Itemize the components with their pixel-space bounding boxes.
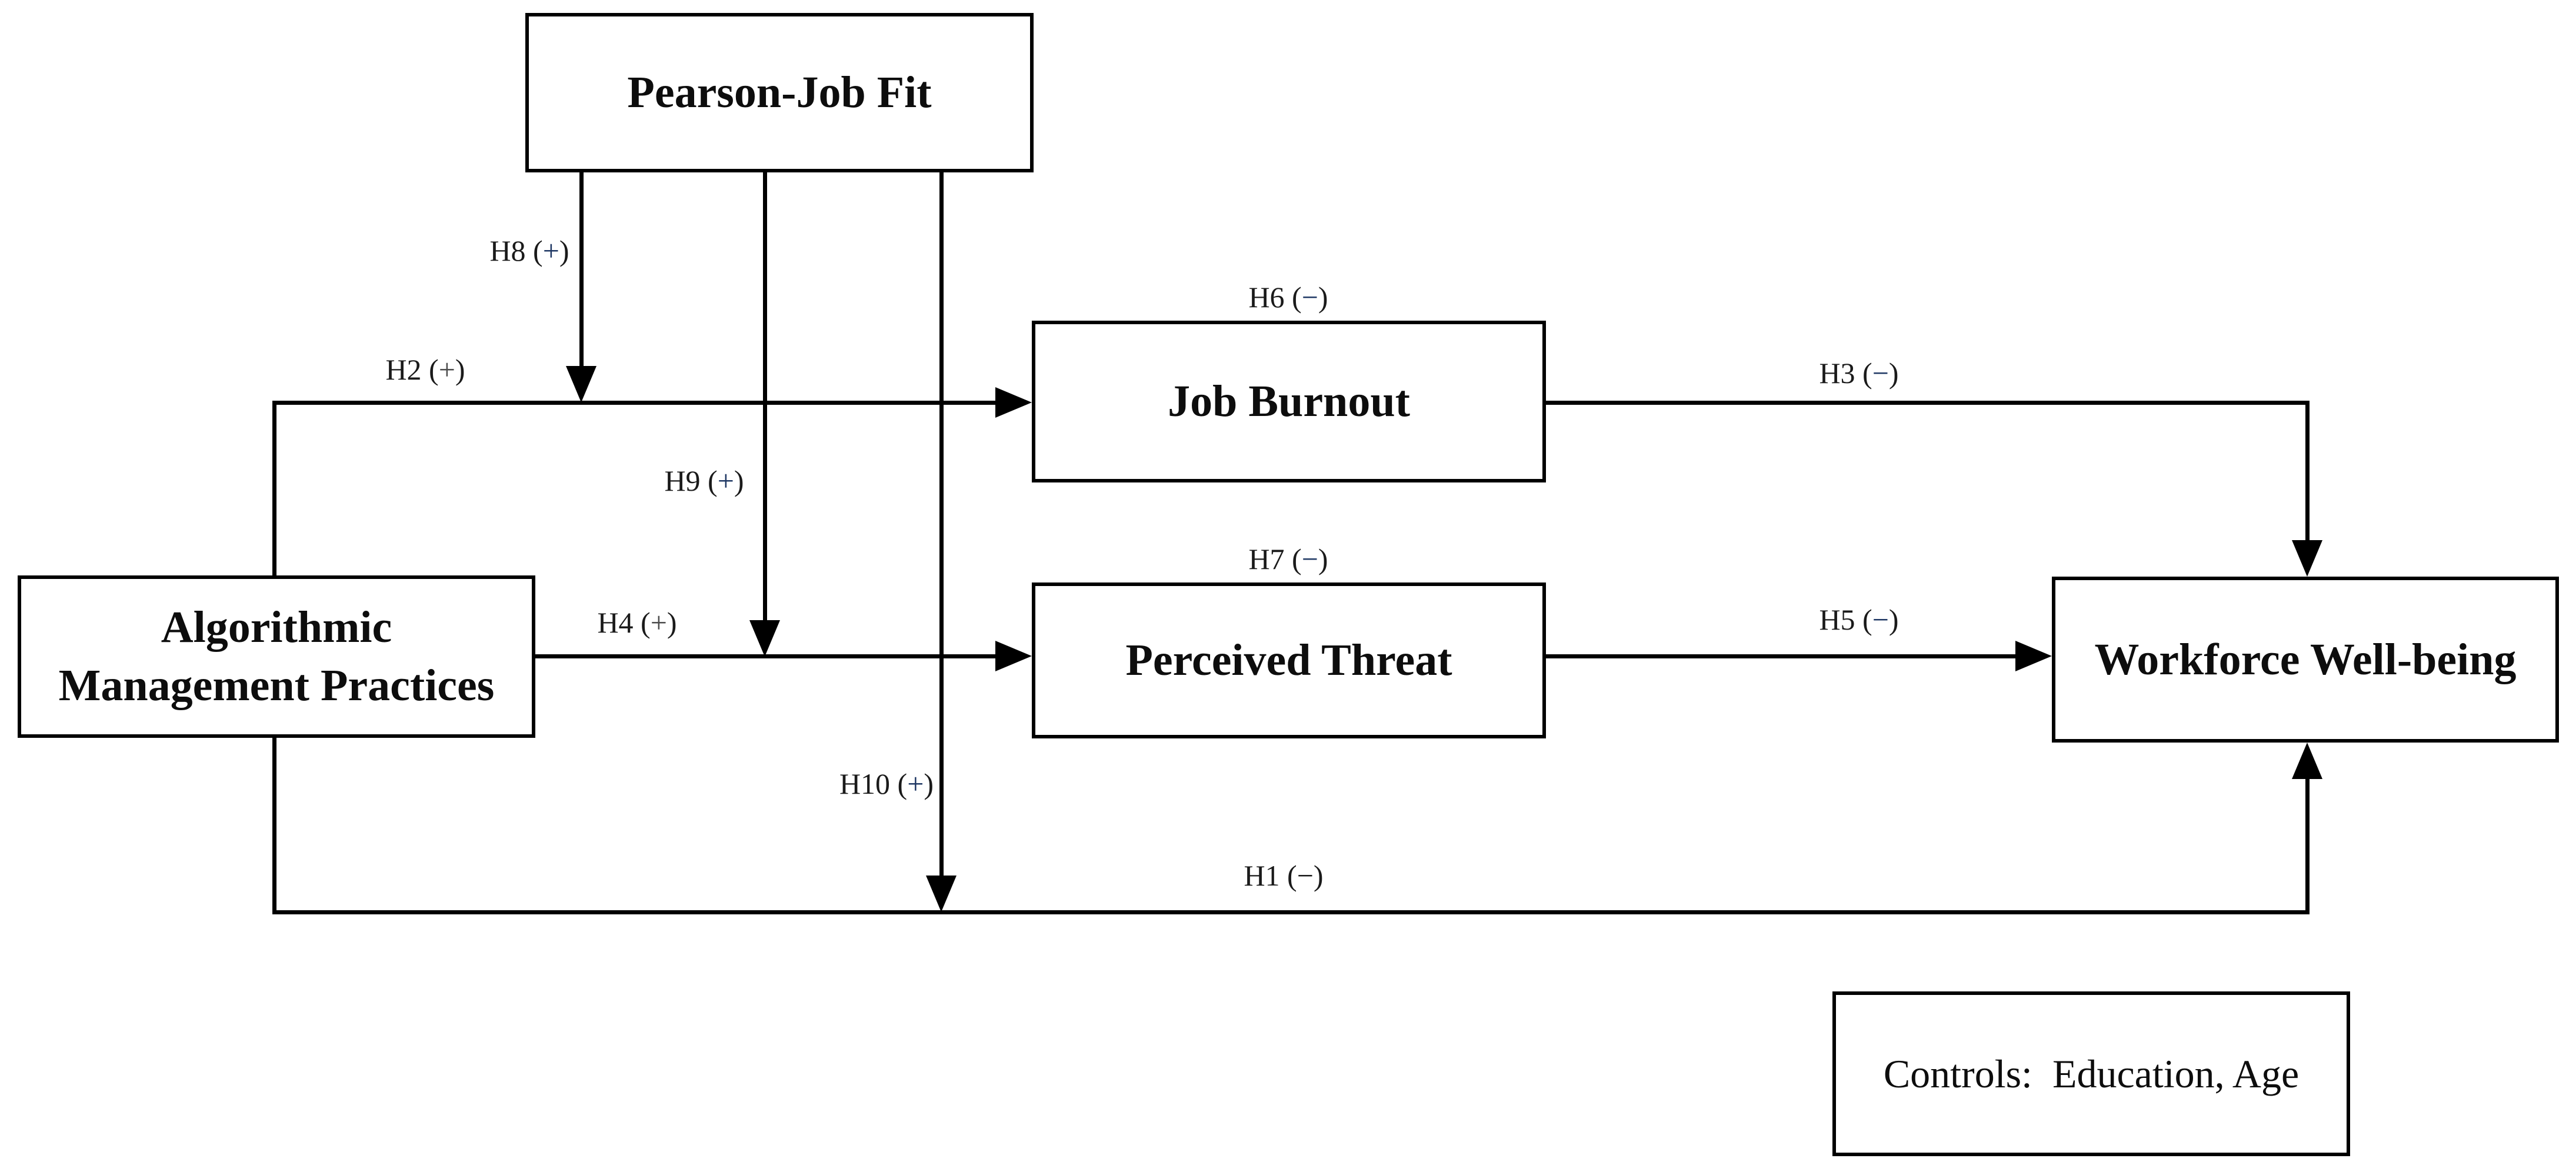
- h3-arrowhead-icon: [2292, 540, 2322, 577]
- h5-arrowhead-icon: [2015, 641, 2052, 671]
- node-label: Pearson-Job Fit: [627, 68, 932, 118]
- h5-connector-horizontal: [1546, 654, 2015, 658]
- node-workforce-wellbeing: Workforce Well-being: [2052, 577, 2559, 743]
- hypothesis-label-h5: H5 (−): [1819, 603, 1899, 636]
- node-job-burnout: Job Burnout: [1032, 321, 1546, 482]
- hypothesis-label-h1: H1 (−): [1244, 859, 1324, 892]
- h9-arrowhead-icon: [749, 620, 780, 657]
- node-label: Workforce Well-being: [2094, 634, 2517, 684]
- hypothesis-label-h6: H6 (−): [1248, 281, 1328, 314]
- node-label-line2: Management Practices: [58, 661, 495, 710]
- hypothesis-label-h2: H2 (+): [385, 353, 465, 386]
- h2-connector-horizontal: [272, 401, 997, 405]
- controls-box: Controls: Education, Age: [1832, 991, 2350, 1156]
- h10-arrowhead-icon: [926, 876, 957, 912]
- hypothesis-label-h3: H3 (−): [1819, 357, 1899, 390]
- h1-connector-vertical-right: [2305, 779, 2310, 914]
- h8-arrowhead-icon: [566, 366, 596, 402]
- h2-arrowhead-icon: [995, 387, 1032, 418]
- hypothesis-label-h7: H7 (−): [1248, 542, 1328, 575]
- h2-connector-vertical: [272, 401, 276, 575]
- h9-connector-vertical: [763, 172, 767, 620]
- h4-arrowhead-icon: [995, 641, 1032, 671]
- hypothesis-label-h4: H4 (+): [597, 606, 677, 639]
- controls-label: Controls:: [1883, 1051, 2032, 1096]
- h4-connector-horizontal: [535, 654, 995, 658]
- h1-arrowhead-icon: [2292, 743, 2322, 779]
- h1-connector-vertical-left: [272, 738, 276, 914]
- node-label: Job Burnout: [1168, 377, 1410, 427]
- node-label-line1: Algorithmic: [161, 603, 392, 653]
- h10-connector-vertical: [939, 172, 944, 876]
- hypothesis-label-h10: H10 (+): [839, 767, 934, 800]
- h3-connector-horizontal: [1546, 401, 2310, 405]
- node-perceived-threat: Perceived Threat: [1032, 582, 1546, 738]
- controls-value: Education, Age: [2052, 1051, 2300, 1096]
- hypothesis-label-h8: H8 (+): [489, 234, 569, 267]
- h1-connector-horizontal: [272, 910, 2310, 914]
- h8-connector-vertical: [579, 172, 584, 367]
- node-algorithmic-management-practices: Algorithmic Management Practices: [18, 575, 535, 738]
- hypothesis-label-h9: H9 (+): [664, 464, 744, 497]
- h3-connector-vertical: [2305, 401, 2310, 540]
- node-label: Perceived Threat: [1125, 635, 1452, 685]
- node-pearson-job-fit: Pearson-Job Fit: [525, 13, 1034, 172]
